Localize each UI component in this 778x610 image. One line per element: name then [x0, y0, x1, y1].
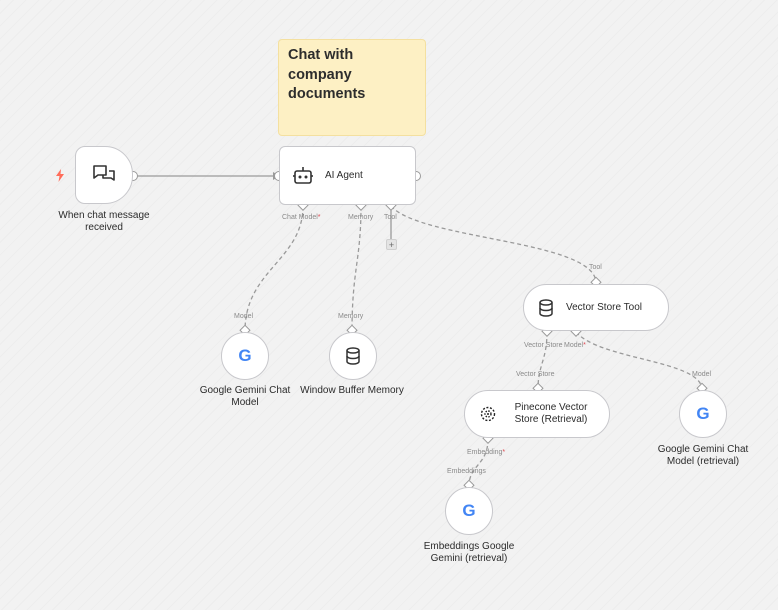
retrieval-model-edge [575, 331, 703, 390]
pinecone-icon [480, 406, 496, 422]
vst-model-port-label: Model* [564, 341, 586, 350]
pinecone-embedding-port-label: Embedding* [467, 449, 506, 456]
chat-bubbles-icon [93, 165, 115, 181]
robot-icon [293, 166, 313, 184]
window-buffer-memory-label: Window Buffer Memory [300, 385, 404, 396]
ai-agent-node[interactable]: AI Agent [279, 146, 416, 205]
add-tool-button[interactable]: + [386, 239, 397, 250]
database-icon [539, 298, 553, 317]
chat-trigger-label: When chat message received [58, 210, 150, 233]
window-buffer-memory-node[interactable] [329, 332, 377, 380]
vector-store-tool-label: Vector Store Tool [566, 301, 642, 313]
window-memory-port-label: Memory [338, 313, 364, 320]
pinecone-label: Pinecone Vector Store (Retrieval) [514, 402, 588, 425]
embeddings-port-label: Embeddings [447, 468, 486, 475]
embeddings-node[interactable]: G [445, 487, 493, 535]
tool-edge [390, 205, 597, 284]
embeddings-label: Embeddings Google Gemini (retrieval) [423, 541, 515, 564]
tool-port-label: Tool [384, 214, 397, 221]
sticky-note[interactable]: Chat with company documents [278, 39, 426, 136]
gemini-retrieval-node[interactable]: G [679, 390, 727, 438]
chat-model-edge [244, 205, 304, 332]
gemini-model-port-label: Model [234, 313, 254, 320]
ai-agent-label: AI Agent [325, 169, 363, 181]
trigger-bolt-icon [56, 169, 64, 182]
chat-trigger-node[interactable] [75, 146, 133, 204]
gemini-retrieval-label: Google Gemini Chat Model (retrieval) [657, 444, 749, 467]
embedding-edge [468, 438, 489, 487]
google-icon: G [462, 501, 476, 520]
vst-vector-store-port-label: Vector Store [524, 342, 563, 349]
google-icon: G [238, 346, 252, 365]
gemini-retrieval-port-label: Model [692, 371, 712, 378]
google-icon: G [696, 404, 710, 423]
vst-tool-port-label: Tool [589, 264, 602, 271]
chat-model-port-label: Chat Model* [282, 214, 321, 221]
database-icon [346, 347, 360, 365]
memory-port-label: Memory [348, 214, 374, 221]
pinecone-in-port-label: Vector Store [516, 371, 555, 378]
gemini-chat-model-label: Google Gemini Chat Model [199, 385, 291, 408]
pinecone-vector-store-node[interactable]: Pinecone Vector Store (Retrieval) [464, 390, 610, 438]
gemini-chat-model-node[interactable]: G [221, 332, 269, 380]
vector-store-tool-node[interactable]: Vector Store Tool [523, 284, 669, 331]
memory-edge [351, 205, 362, 332]
